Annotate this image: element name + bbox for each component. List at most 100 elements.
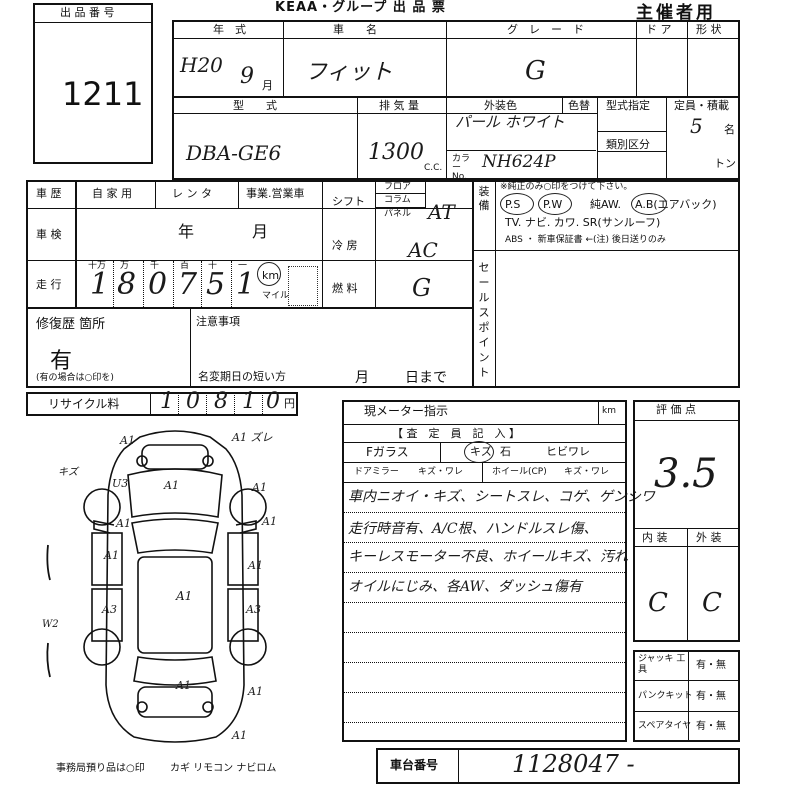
damage-mark: A3 bbox=[246, 603, 261, 616]
damage-mark: A1 bbox=[104, 549, 119, 562]
deadline-month: 月 bbox=[355, 370, 369, 386]
damage-mark: W2 bbox=[42, 619, 59, 630]
recycle-digit: 1 bbox=[160, 389, 174, 414]
exterior-grade-label: 外 装 bbox=[696, 531, 722, 544]
mileage-digit: 1 bbox=[90, 267, 110, 302]
equip-airbag[interactable]: A.B(エアバック) bbox=[635, 198, 717, 211]
damage-mark: A3 bbox=[102, 603, 117, 616]
left-rear-door bbox=[91, 588, 123, 642]
category-label: 類別区分 bbox=[606, 138, 650, 151]
car-name-label: 車 名 bbox=[333, 23, 377, 36]
year-value: H20 bbox=[180, 53, 223, 77]
inspector-comment: オイルにじみ、各AW、ダッシュ傷有 bbox=[348, 579, 582, 595]
notes-label: 注意事項 bbox=[196, 315, 240, 328]
hood bbox=[127, 468, 223, 518]
mirror-options[interactable]: キズ・ワレ bbox=[418, 467, 464, 477]
spare-tire-label: スペアタイヤ bbox=[638, 721, 692, 731]
equip-line2: TV. ナビ. カワ. SR(サンルーフ) bbox=[505, 216, 661, 229]
history-private[interactable]: 自 家 用 bbox=[92, 187, 132, 200]
shift-floor[interactable]: フロア bbox=[384, 182, 412, 192]
deadline-day: 日まで bbox=[405, 370, 447, 386]
mileage-unit: 十万 bbox=[88, 261, 107, 271]
equipment-side-label: 装備 bbox=[478, 185, 490, 212]
spare-tire-value[interactable]: 有・無 bbox=[696, 721, 726, 732]
sales-point-label: セールスポイント bbox=[478, 261, 490, 379]
glass-option-stone[interactable]: 石 bbox=[500, 445, 511, 458]
repair-value: 有 bbox=[50, 349, 73, 374]
rating-box bbox=[633, 400, 740, 642]
chassis-label: 車台番号 bbox=[390, 758, 439, 772]
damage-mark: A1 bbox=[262, 515, 277, 528]
glass-option-crack[interactable]: ヒビワレ bbox=[546, 445, 590, 458]
color-no-label: カラー No. bbox=[452, 154, 471, 182]
damage-mark: A1 bbox=[176, 679, 191, 692]
pw-circle bbox=[538, 193, 572, 215]
repair-label: 修復歴 箇所 bbox=[36, 317, 106, 332]
mileage-unit: 千 bbox=[150, 261, 160, 271]
wheel-options[interactable]: キズ・ワレ bbox=[564, 467, 610, 477]
ps-circle bbox=[500, 193, 534, 215]
inspector-label: 【 査 定 員 記 入 】 bbox=[392, 427, 520, 440]
damage-mark: A1 bbox=[248, 685, 263, 698]
damage-mark: A1 bbox=[116, 517, 131, 530]
inspection-month: 月 bbox=[252, 222, 269, 241]
history-rental[interactable]: レ ン タ bbox=[172, 187, 212, 200]
rating-value: 3.5 bbox=[654, 451, 718, 497]
footer-note: 事務局預り品は○印 bbox=[56, 763, 145, 774]
left-mirror bbox=[93, 520, 115, 534]
shift-panel[interactable]: パネル bbox=[384, 209, 412, 219]
exterior-color-value: パール ホワイト bbox=[455, 113, 565, 131]
jack-tools-label: ジャッキ 工 具 bbox=[638, 654, 686, 675]
interior-grade-value: C bbox=[648, 588, 668, 618]
inspector-comment: 走行時音有、A/C根、ハンドルスレ傷、 bbox=[348, 521, 598, 537]
inspector-comment: 車内ニオイ・キズ、シートスレ、コゲ、ゲンシワ bbox=[348, 489, 655, 505]
recycle-fee-box bbox=[26, 392, 298, 416]
mileage-digit: 7 bbox=[178, 267, 198, 302]
glass-scratch-circle bbox=[464, 441, 494, 463]
recycle-digit: 0 bbox=[186, 389, 200, 414]
mileage-unit: 一 bbox=[238, 261, 248, 271]
damage-mark: A1 bbox=[248, 559, 263, 572]
inspector-box bbox=[342, 400, 627, 742]
capacity-label: 定員・積載 bbox=[674, 99, 729, 112]
repair-note: (有の場合は○印を) bbox=[36, 373, 114, 383]
meter-label: 現メーター指示 bbox=[364, 404, 449, 418]
capacity-unit: 名 bbox=[724, 123, 735, 136]
km-circle bbox=[257, 262, 281, 286]
wheel-rear-left bbox=[83, 628, 121, 666]
right-rear-door bbox=[227, 588, 259, 642]
damage-mark: A1 bbox=[252, 481, 267, 494]
form-title: KEAA・グループ 出 品 票 bbox=[275, 0, 446, 15]
wheel-front-left bbox=[83, 488, 121, 526]
mileage-unit: 十 bbox=[208, 261, 218, 271]
ac-value: AC bbox=[408, 238, 438, 262]
mileage-unit: 百 bbox=[180, 261, 190, 271]
damage-mark: キズ bbox=[58, 467, 78, 478]
fuel-label: 燃 料 bbox=[332, 282, 358, 295]
equip-alloy-wheel[interactable]: 純AW. bbox=[590, 198, 622, 211]
inspector-comment: キーレスモーター不良、ホイールキズ、汚れ bbox=[348, 549, 628, 565]
model-label: 型 式 bbox=[233, 99, 277, 112]
grade-label: グ レ ー ド bbox=[507, 23, 584, 36]
mile-option[interactable]: マイル bbox=[262, 291, 290, 301]
mirror-label: ドアミラー bbox=[354, 467, 399, 477]
meter-unit-dotted-box bbox=[288, 266, 318, 306]
inspection-year: 年 bbox=[178, 222, 195, 241]
model-value: DBA-GE6 bbox=[186, 141, 282, 165]
damage-mark: A1 ズレ bbox=[232, 431, 273, 444]
mileage-digit: 5 bbox=[206, 267, 226, 302]
tools-box bbox=[633, 650, 740, 742]
right-mirror bbox=[235, 520, 257, 534]
history-commercial[interactable]: 事業.営業車 bbox=[246, 187, 305, 200]
recycle-digit: 0 bbox=[266, 389, 280, 414]
mileage-label: 走 行 bbox=[36, 278, 62, 291]
damage-mark: A1 bbox=[232, 729, 247, 742]
jack-tools-value[interactable]: 有・無 bbox=[696, 660, 726, 671]
displacement-label: 排 気 量 bbox=[379, 99, 419, 112]
chassis-box bbox=[376, 748, 740, 784]
puncture-kit-value[interactable]: 有・無 bbox=[696, 691, 726, 702]
recycle-digit: 1 bbox=[242, 389, 256, 414]
cc-unit: C.C. bbox=[424, 163, 443, 173]
shift-column[interactable]: コラム bbox=[384, 195, 411, 205]
year-label: 年 式 bbox=[213, 23, 246, 36]
